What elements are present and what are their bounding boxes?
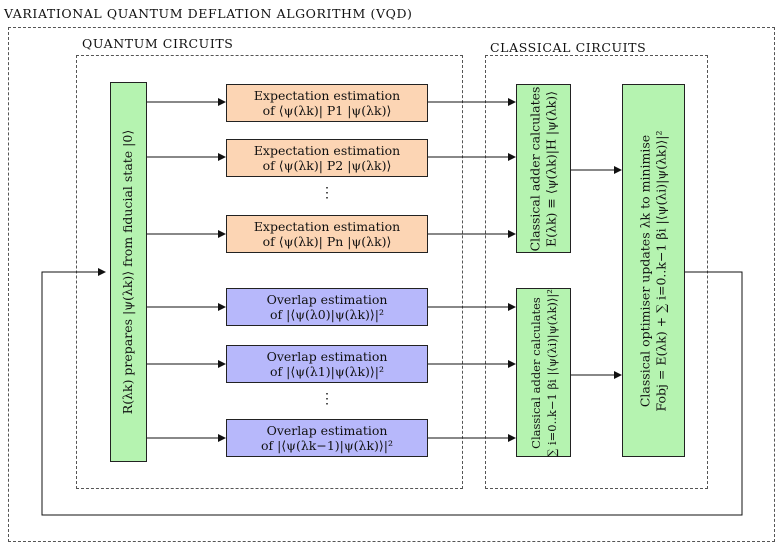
- overlap-adder-formula: ∑ i=0..k−1 βi |⟨ψ(λi)|ψ(λk)⟩|²: [544, 288, 559, 457]
- overlap-box-0-title: Overlap estimation: [266, 292, 388, 307]
- classical-circuits-label: CLASSICAL CIRCUITS: [490, 40, 647, 55]
- expectation-box-n-formula: of ⟨ψ(λk)| Pn |ψ(λk)⟩: [262, 234, 392, 249]
- expectation-box-1-formula: of ⟨ψ(λk)| P1 |ψ(λk)⟩: [262, 103, 392, 118]
- overlap-adder-box: Classical adder calculates ∑ i=0..k−1 βi…: [516, 288, 571, 457]
- expectation-box-n-title: Expectation estimation: [253, 219, 401, 234]
- expectation-box-1-title: Expectation estimation: [253, 88, 401, 103]
- overlap-ellipsis: ⋮: [320, 391, 334, 407]
- overlap-box-k-minus-1: Overlap estimation of |⟨ψ(λk−1)|ψ(λk)⟩|²: [226, 419, 428, 457]
- energy-adder-box: Classical adder calculates E(λk) ≡ ⟨ψ(λk…: [516, 84, 571, 253]
- overlap-adder-text: Classical adder calculates ∑ i=0..k−1 βi…: [528, 289, 560, 457]
- expectation-box-n: Expectation estimation of ⟨ψ(λk)| Pn |ψ(…: [226, 215, 428, 253]
- overlap-box-0-formula: of |⟨ψ(λ0)|ψ(λk)⟩|²: [269, 307, 384, 322]
- optimiser-text: Classical optimiser updates λk to minimi…: [638, 130, 670, 411]
- diagram-title: VARIATIONAL QUANTUM DEFLATION ALGORITHM …: [4, 6, 413, 21]
- expectation-box-2-formula: of ⟨ψ(λk)| P2 |ψ(λk)⟩: [262, 158, 392, 173]
- optimiser-box: Classical optimiser updates λk to minimi…: [622, 84, 685, 457]
- overlap-box-1-title: Overlap estimation: [266, 349, 388, 364]
- outer-frame: [8, 27, 775, 542]
- optimiser-formula: Fobj = E(λk) + ∑ i=0..k−1 βi |⟨ψ(λi)|ψ(λ…: [653, 130, 669, 411]
- expectation-box-2: Expectation estimation of ⟨ψ(λk)| P2 |ψ(…: [226, 139, 428, 177]
- quantum-circuits-label: QUANTUM CIRCUITS: [82, 36, 234, 51]
- state-preparation-box: R(λk) prepares |ψ(λk)⟩ from fiducial sta…: [110, 82, 147, 462]
- energy-adder-title: Classical adder calculates: [527, 86, 543, 251]
- expectation-ellipsis: ⋮: [320, 185, 334, 201]
- overlap-box-1: Overlap estimation of |⟨ψ(λ1)|ψ(λk)⟩|²: [226, 345, 428, 383]
- overlap-adder-title: Classical adder calculates: [528, 296, 543, 449]
- overlap-box-k-minus-1-title: Overlap estimation: [266, 423, 388, 438]
- energy-adder-text: Classical adder calculates E(λk) ≡ ⟨ψ(λk…: [528, 86, 560, 251]
- overlap-box-1-formula: of |⟨ψ(λ1)|ψ(λk)⟩|²: [269, 364, 384, 379]
- expectation-box-2-title: Expectation estimation: [253, 143, 401, 158]
- overlap-box-k-minus-1-formula: of |⟨ψ(λk−1)|ψ(λk)⟩|²: [260, 438, 394, 453]
- expectation-box-1: Expectation estimation of ⟨ψ(λk)| P1 |ψ(…: [226, 84, 428, 122]
- state-preparation-label: R(λk) prepares |ψ(λk)⟩ from fiducial sta…: [120, 129, 136, 415]
- overlap-box-0: Overlap estimation of |⟨ψ(λ0)|ψ(λk)⟩|²: [226, 288, 428, 326]
- energy-adder-formula: E(λk) ≡ ⟨ψ(λk)|H |ψ(λk)⟩: [543, 90, 559, 247]
- optimiser-title: Classical optimiser updates λk to minimi…: [637, 134, 653, 407]
